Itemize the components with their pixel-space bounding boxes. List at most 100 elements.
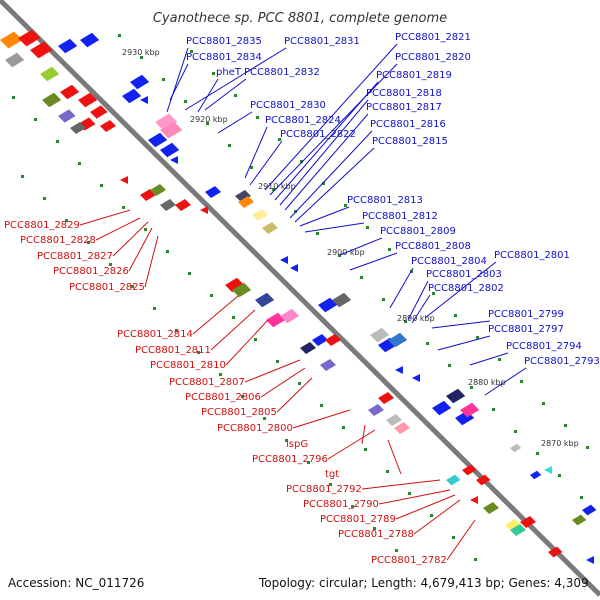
gene-block [235, 190, 251, 202]
gene-label-reverse: PCC8801_2805 [201, 407, 277, 418]
tick-dot [320, 404, 323, 407]
leader-line-reverse [446, 519, 476, 561]
gene-marker [544, 466, 552, 474]
gene-block [205, 186, 221, 198]
gene-block [160, 121, 183, 139]
leader-line-forward [197, 78, 219, 113]
gene-block [325, 334, 341, 346]
gene-label-forward: PCC8801_2802 [428, 283, 504, 294]
tick-dot [329, 483, 332, 486]
gene-label-reverse: PCC8801_2788 [338, 529, 414, 540]
reverse-gene-labels: PCC8801_2829PCC8801_2828PCC8801_2827PCC8… [4, 220, 447, 566]
leader-line-reverse [387, 439, 402, 475]
gene-marker [280, 256, 288, 264]
gene-block [312, 334, 328, 346]
tick-dot [344, 204, 347, 207]
leader-line-forward [304, 222, 365, 233]
topology-text: Topology: circular; Length: 4,679,413 bp… [258, 576, 589, 590]
gene-label-forward: PCC8801_2832 [244, 67, 320, 78]
gene-label-forward: PCC8801_2799 [488, 309, 564, 320]
leader-line-forward [264, 43, 398, 191]
gene-block [572, 514, 587, 526]
gene-label-reverse: PCC8801_2810 [150, 360, 226, 371]
gene-label-reverse: PCC8801_2811 [135, 345, 211, 356]
tick-dot [219, 373, 222, 376]
gene-label-forward: PCC8801_2797 [488, 324, 564, 335]
leader-line-forward [169, 63, 189, 101]
gene-label-reverse: PCC8801_2790 [303, 499, 379, 510]
tick-dot [12, 96, 15, 99]
leader-line-forward [294, 147, 375, 223]
gene-label-forward: PCC8801_2831 [284, 36, 360, 47]
gene-block [100, 120, 116, 132]
tick-dot [322, 182, 325, 185]
leader-line-reverse [260, 367, 306, 398]
gene-block [58, 38, 78, 54]
gene-block [483, 502, 499, 514]
gene-marker [470, 496, 478, 504]
gene-features [0, 29, 597, 564]
tick-dot [426, 342, 429, 345]
tick-dot [144, 228, 147, 231]
tick-dot [100, 184, 103, 187]
gene-block [548, 546, 563, 558]
gene-marker [200, 206, 208, 214]
leader-line-forward [244, 126, 268, 179]
tick-dot [307, 461, 310, 464]
tick-dot [388, 248, 391, 251]
gene-label-forward: PCC8801_2835 [186, 36, 262, 47]
gene-marker [412, 374, 420, 382]
tick-dot [210, 294, 213, 297]
tick-dot [454, 314, 457, 317]
tick-dot [263, 417, 266, 420]
gene-block [150, 184, 166, 196]
gene-block [255, 292, 275, 308]
gene-marker [290, 264, 298, 272]
tick-dot [476, 336, 479, 339]
gene-label-forward: PCC8801_2813 [347, 195, 423, 206]
leader-line-forward [349, 252, 398, 271]
tick-dot [190, 50, 193, 53]
gene-label-reverse: PCC8801_2829 [4, 220, 80, 231]
tick-dot [338, 254, 341, 257]
gene-block [148, 132, 168, 148]
tick-dot [118, 34, 121, 37]
gene-label-reverse: PCC8801_2826 [53, 266, 129, 277]
gene-label-forward: PCC8801_2801 [494, 250, 570, 261]
gene-label-reverse: PCC8801_2825 [69, 282, 145, 293]
gene-label-forward: PCC8801_2817 [366, 102, 442, 113]
gene-block [252, 209, 268, 221]
gene-label-forward: PCC8801_2809 [380, 226, 456, 237]
tick-dot [360, 276, 363, 279]
tick-dot [109, 263, 112, 266]
tick-dot [175, 329, 178, 332]
tick-dot [382, 298, 385, 301]
gene-label-forward: PCC8801_2816 [370, 119, 446, 130]
tick-dot [162, 78, 165, 81]
tick-dot [131, 285, 134, 288]
gene-label-reverse: PCC8801_2814 [117, 329, 193, 340]
gene-label-reverse: PCC8801_2792 [286, 484, 362, 495]
gene-marker [170, 156, 178, 164]
tick-dot [298, 382, 301, 385]
gene-label-reverse: PCC8801_2828 [20, 235, 96, 246]
gene-block [432, 400, 452, 416]
tick-dot [386, 470, 389, 473]
tick-dot [56, 140, 59, 143]
leader-line-reverse [79, 209, 131, 226]
tick-dot [232, 316, 235, 319]
gene-block [505, 519, 521, 531]
gene-block [40, 66, 60, 82]
tick-dot [432, 292, 435, 295]
gene-block [582, 504, 597, 516]
gene-block [155, 113, 178, 131]
leader-line-forward [166, 47, 189, 113]
leader-line-forward [184, 47, 287, 111]
tick-dot [452, 536, 455, 539]
tick-dot [564, 424, 567, 427]
gene-block [80, 32, 100, 48]
leader-line-reverse [210, 309, 256, 351]
tick-dot [351, 505, 354, 508]
tick-dot [430, 514, 433, 517]
